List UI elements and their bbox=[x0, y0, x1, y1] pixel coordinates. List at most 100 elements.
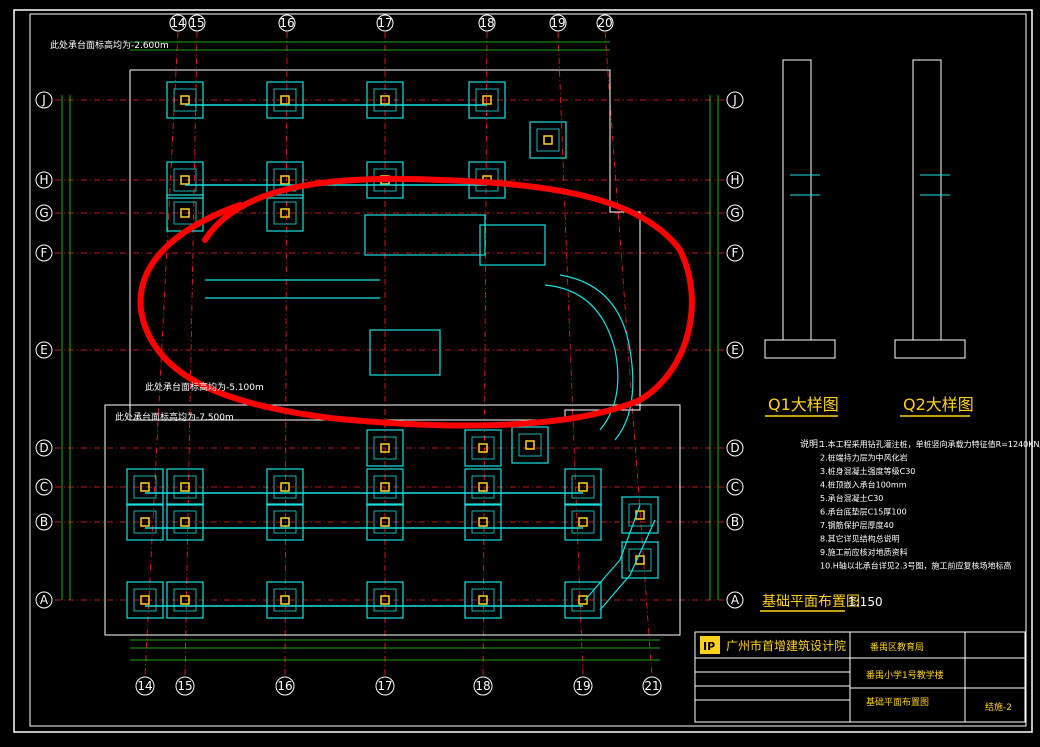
svg-text:J: J bbox=[41, 93, 46, 107]
level-note-mid: 此处承台面标高均为-5.100m bbox=[145, 381, 264, 393]
note-line: 4.桩顶嵌入承台100mm bbox=[820, 480, 907, 490]
svg-text:H: H bbox=[730, 173, 739, 187]
grid-bubble-bottom-21: 21 bbox=[642, 676, 662, 696]
title-block-sheet-no: 结施-2 bbox=[985, 701, 1012, 713]
inner-border bbox=[29, 13, 1027, 727]
svg-text:B: B bbox=[40, 515, 48, 529]
svg-text:18: 18 bbox=[475, 679, 490, 693]
grid-bubble-right-B: B bbox=[726, 513, 744, 531]
grid-bubble-top-14: 14 bbox=[169, 14, 187, 32]
pile-cap bbox=[366, 429, 404, 467]
svg-text:15: 15 bbox=[189, 16, 204, 30]
pile-cap bbox=[564, 468, 602, 506]
notes-list: 1.本工程采用钻孔灌注桩，单桩竖向承载力特征值R=1240KN/m. 2.桩端持力… bbox=[820, 439, 1040, 571]
mid-structure bbox=[205, 214, 546, 376]
note-line: 5.承台混凝土C30 bbox=[820, 493, 883, 503]
svg-text:E: E bbox=[40, 343, 48, 357]
upper-foundation-zone bbox=[104, 69, 681, 636]
grid-bubble-bottom-18: 18 bbox=[473, 676, 493, 696]
grid-bubble-top-20: 20 bbox=[596, 14, 614, 32]
svg-text:B: B bbox=[731, 515, 739, 529]
pile-cap bbox=[564, 581, 602, 619]
svg-text:21: 21 bbox=[644, 679, 659, 693]
pile-cap bbox=[166, 503, 204, 541]
pile-cap bbox=[464, 503, 502, 541]
grid-row-bubbles-left: J H G F E D C B A bbox=[35, 91, 53, 609]
pile-cap bbox=[126, 503, 164, 541]
pile-cap bbox=[266, 81, 304, 119]
grid-bubble-left-B: B bbox=[35, 513, 53, 531]
red-annotation-circle bbox=[137, 175, 695, 429]
note-line: 9.施工前应核对地质资料 bbox=[820, 547, 908, 557]
grid-bubble-right-H: H bbox=[726, 171, 744, 189]
svg-text:H: H bbox=[39, 173, 48, 187]
plan-title: 基础平面布置图 bbox=[762, 593, 860, 610]
pile-cap bbox=[366, 81, 404, 119]
grid-bubble-right-E: E bbox=[726, 341, 744, 359]
detail-q2-drawing bbox=[894, 59, 966, 359]
pile-caps bbox=[126, 81, 659, 619]
pile-cap bbox=[266, 468, 304, 506]
pile-cap bbox=[166, 581, 204, 619]
pile-cap bbox=[464, 581, 502, 619]
svg-text:A: A bbox=[40, 593, 49, 607]
notes-title: 说明： bbox=[800, 438, 827, 450]
title-block-subproject: 番禺小学1号教学楼 bbox=[866, 669, 944, 681]
grid-bubble-left-E: E bbox=[35, 341, 53, 359]
pile-cap bbox=[266, 503, 304, 541]
pile-cap bbox=[468, 81, 506, 119]
detail-q1-drawing bbox=[764, 59, 836, 359]
note-line: 3.桩身混凝土强度等级C30 bbox=[820, 466, 915, 476]
note-line: 10.H轴以北承台详见2.3号图，施工前应复核场地标高 bbox=[820, 561, 1011, 571]
grid-bubble-top-17: 17 bbox=[376, 14, 394, 32]
svg-text:E: E bbox=[731, 343, 739, 357]
title-block-project: 番禺区教育局 bbox=[870, 641, 924, 653]
plan-scale: 1:150 bbox=[848, 595, 883, 609]
note-line: 1.本工程采用钻孔灌注桩，单桩竖向承载力特征值R=1240KN/m. bbox=[820, 439, 1040, 449]
svg-text:G: G bbox=[730, 206, 739, 220]
grid-bubble-right-D: D bbox=[726, 439, 744, 457]
grid-bubble-top-18: 18 bbox=[478, 14, 496, 32]
svg-text:16: 16 bbox=[279, 16, 294, 30]
curved-wall bbox=[544, 274, 656, 611]
grid-bubble-top-15: 15 bbox=[188, 14, 206, 32]
note-line: 7.钢筋保护层厚度40 bbox=[820, 520, 894, 530]
grid-bubble-bottom-15: 15 bbox=[175, 676, 195, 696]
title-block-sheet-title: 基础平面布置图 bbox=[866, 696, 929, 708]
svg-text:C: C bbox=[40, 480, 48, 494]
title-block bbox=[694, 631, 1026, 723]
level-note-low: 此处承台面标高均为-7.500m bbox=[115, 411, 234, 423]
grid-bubble-right-A: A bbox=[726, 591, 744, 609]
grid-bubble-right-J: J bbox=[726, 91, 744, 109]
grid-bubble-bottom-17: 17 bbox=[375, 676, 395, 696]
svg-text:C: C bbox=[731, 480, 739, 494]
svg-text:F: F bbox=[732, 246, 739, 260]
title-block-company: 广州市首增建筑设计院 bbox=[726, 638, 846, 653]
svg-text:G: G bbox=[39, 206, 48, 220]
svg-text:18: 18 bbox=[479, 16, 494, 30]
pile-cap bbox=[126, 468, 164, 506]
grid-bubble-left-F: F bbox=[35, 244, 53, 262]
note-line: 2.桩端持力层为中风化岩 bbox=[820, 453, 908, 463]
pile-cap bbox=[464, 468, 502, 506]
grid-bubble-right-G: G bbox=[726, 204, 744, 222]
grid-bubble-left-D: D bbox=[35, 439, 53, 457]
svg-text:F: F bbox=[41, 246, 48, 260]
svg-text:D: D bbox=[730, 441, 739, 455]
svg-text:A: A bbox=[731, 593, 740, 607]
grid-bubble-top-16: 16 bbox=[278, 14, 296, 32]
pile-cap bbox=[366, 468, 404, 506]
pile-cap bbox=[166, 161, 204, 199]
detail-q2-title: Q2大样图 bbox=[903, 395, 974, 414]
pile-cap bbox=[266, 194, 304, 232]
grid-bubble-left-H: H bbox=[35, 171, 53, 189]
pile-cap bbox=[366, 503, 404, 541]
note-line: 6.承台底垫层C15厚100 bbox=[820, 507, 907, 517]
pile-cap bbox=[529, 121, 567, 159]
svg-text:D: D bbox=[39, 441, 48, 455]
title-block-logo: IP bbox=[703, 640, 715, 653]
grid-bubble-left-C: C bbox=[35, 478, 53, 496]
